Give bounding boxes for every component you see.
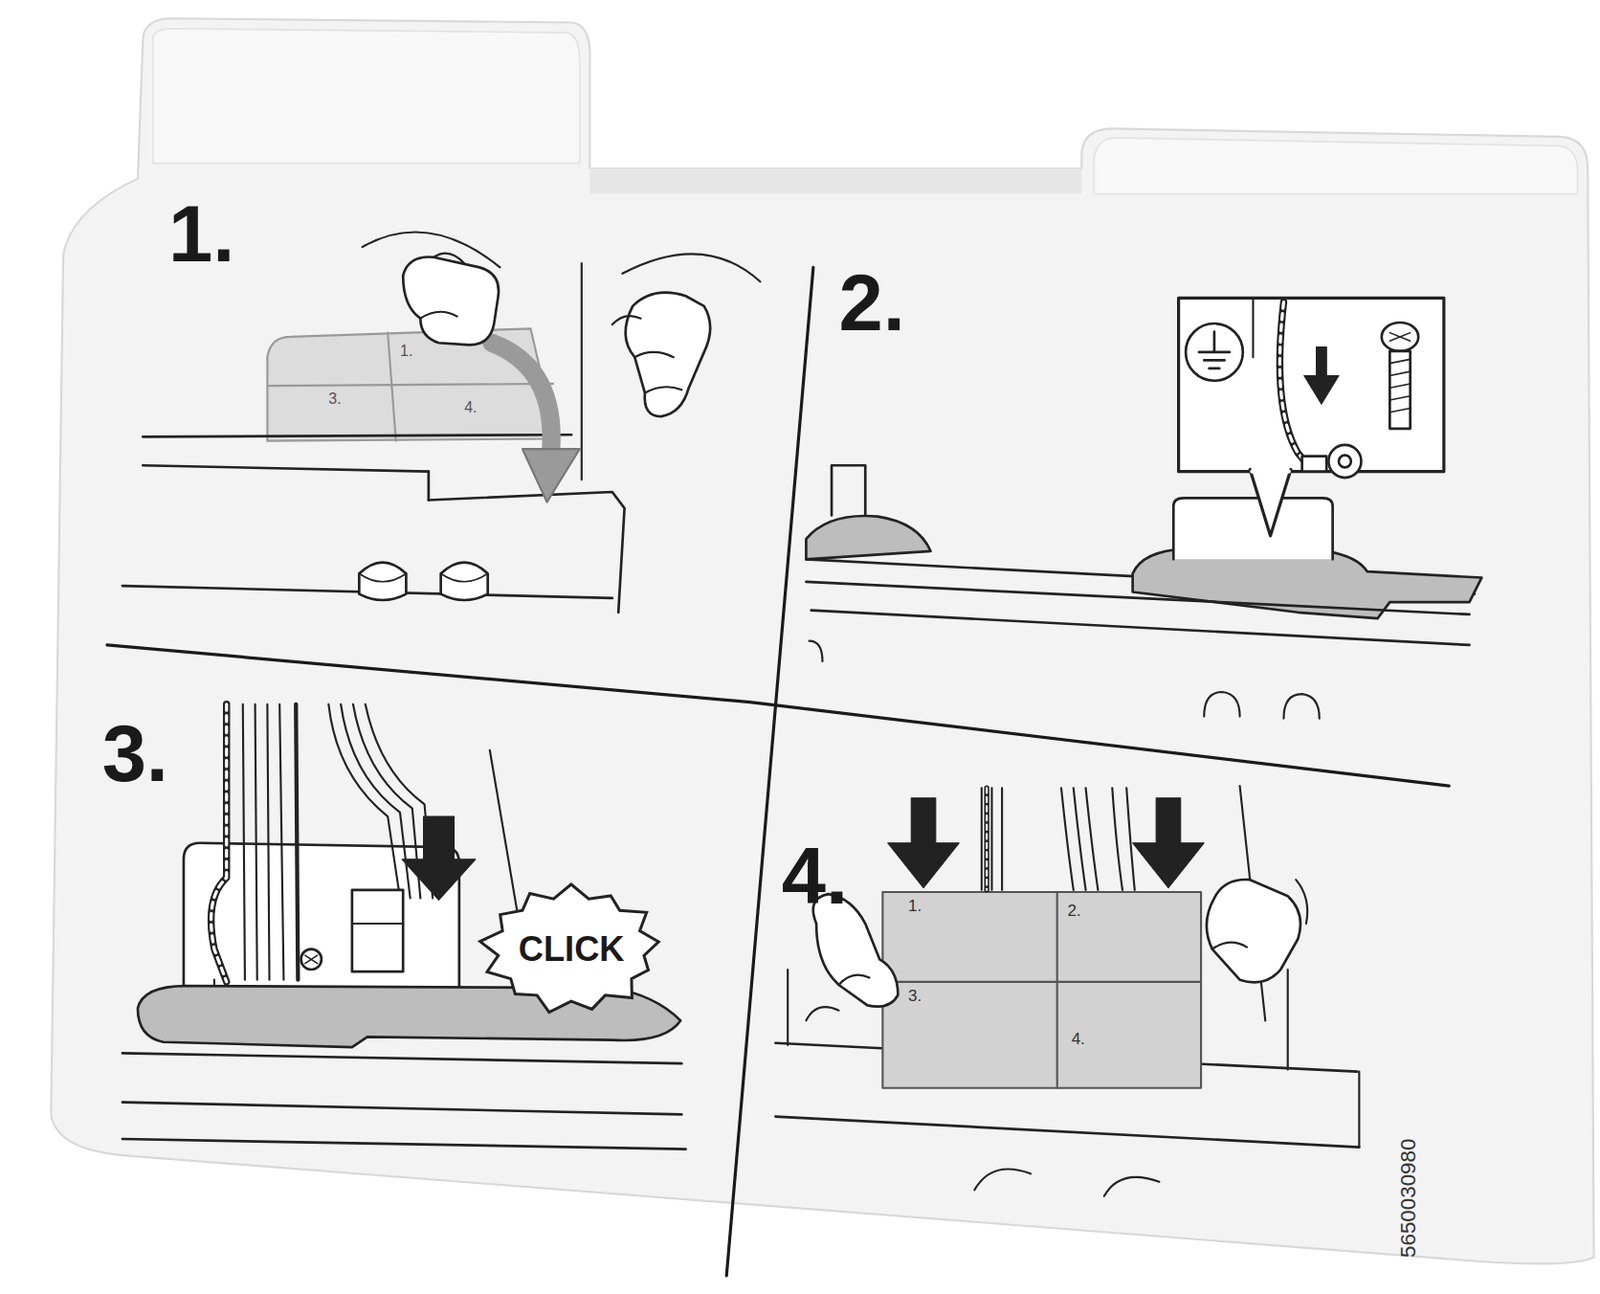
sheet: [50, 18, 1594, 1264]
filter-number: 3.: [908, 987, 922, 1004]
filter-number: 1.: [908, 897, 922, 914]
panel-divider: [726, 266, 814, 1276]
click-burst: CLICK: [479, 884, 664, 1015]
sheet-tab: [1093, 137, 1578, 195]
sheet-number: 3.: [328, 391, 341, 407]
panel-3-art: [122, 704, 687, 1150]
part-number: 5650030980: [1398, 1137, 1420, 1257]
sheet-number: 4.: [464, 400, 477, 416]
step-number: 4.: [781, 836, 848, 916]
panel-divider: [107, 644, 1449, 786]
sheet-tab: [153, 28, 580, 164]
step-number: 3.: [102, 713, 169, 794]
filter-number: 4.: [1071, 1030, 1086, 1047]
step-number: 2.: [839, 263, 906, 343]
sheet-number: 1.: [400, 343, 413, 359]
panel-4-art: [775, 785, 1359, 1197]
step-number: 1.: [168, 194, 235, 274]
burst-shape: [480, 884, 659, 1013]
burst-text: CLICK: [518, 930, 625, 969]
panel-2-art: [805, 297, 1482, 718]
sheet-band: [589, 168, 1082, 195]
panel-1-art: [122, 232, 760, 613]
filter-number: 2.: [1066, 902, 1081, 919]
